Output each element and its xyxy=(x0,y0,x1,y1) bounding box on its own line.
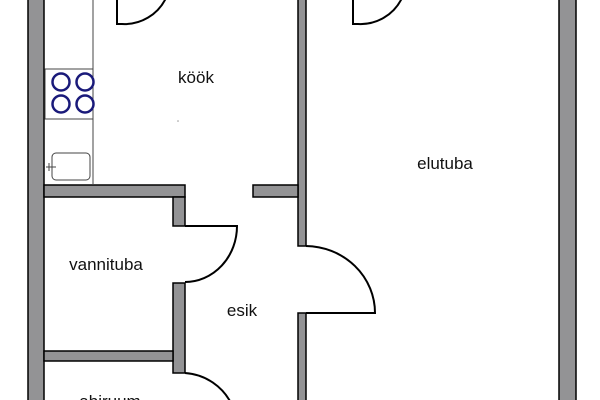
room-label-bathroom: vannituba xyxy=(69,255,143,274)
living-room-top-door[interactable] xyxy=(352,0,403,26)
burner-icon xyxy=(51,94,71,114)
bathroom-storage-wall xyxy=(43,350,174,362)
bathroom-wall-lower xyxy=(172,282,186,374)
kitchen-door[interactable] xyxy=(116,0,167,26)
kitchen-bottom-wall-left xyxy=(43,184,186,198)
room-label-hall: esik xyxy=(226,301,258,320)
sink xyxy=(51,152,91,181)
partition-wall-upper xyxy=(297,0,307,247)
bathroom-door[interactable] xyxy=(184,225,239,283)
living-room-door[interactable] xyxy=(305,245,377,314)
stove xyxy=(44,68,94,120)
bathroom-wall-upper xyxy=(172,196,186,227)
right-outer-wall xyxy=(558,0,577,400)
storage-door[interactable] xyxy=(184,372,232,400)
kitchen-bottom-wall-right xyxy=(252,184,299,198)
burner-icon xyxy=(51,72,71,92)
left-outer-wall xyxy=(27,0,45,400)
room-label-living-room: elutuba xyxy=(417,154,473,173)
burner-icon xyxy=(75,94,95,114)
stove-burners xyxy=(51,72,95,114)
faucet-icon xyxy=(46,163,56,171)
partition-wall-lower xyxy=(297,312,307,400)
room-label-kitchen: köök xyxy=(178,68,214,87)
burner-icon xyxy=(75,72,95,92)
room-label-storage: abiruum xyxy=(79,392,140,400)
floor-dot xyxy=(177,120,179,122)
